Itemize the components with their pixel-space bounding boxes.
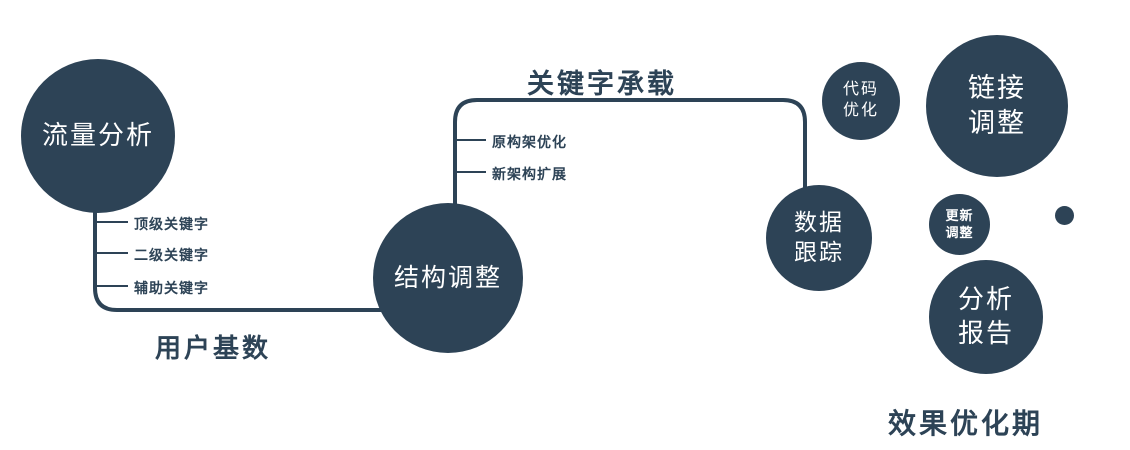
node-dot (1055, 206, 1074, 225)
diagram-caption: 效果优化期 (888, 408, 1044, 439)
node-structure-adjust-label: 结构调整 (393, 263, 502, 292)
node-code-optimize: 代码 优化 (822, 62, 900, 140)
node-link-adjust-line2: 调整 (968, 108, 1026, 138)
node-update-adjust-line1: 更新 (945, 207, 974, 223)
node-data-tracking: 数据 跟踪 (766, 185, 872, 291)
node-traffic-analysis-label: 流量分析 (41, 120, 154, 151)
node-analysis-report: 分析 报告 (929, 260, 1043, 374)
node-analysis-report-line1: 分析 (957, 284, 1014, 315)
connector-path-userbase (93, 190, 400, 312)
tick-label-top-keyword: 顶级关键字 (134, 216, 209, 232)
node-data-tracking-line1: 数据 (794, 209, 844, 236)
node-traffic-analysis: 流量分析 (21, 59, 175, 213)
tick-label-original-architecture: 原构架优化 (492, 134, 567, 150)
node-analysis-report-line2: 报告 (957, 318, 1014, 348)
node-link-adjust: 链接 调整 (926, 35, 1068, 177)
node-data-tracking-line2: 跟踪 (794, 239, 844, 265)
node-code-optimize-line2: 优化 (842, 102, 879, 119)
tick-label-auxiliary-keyword: 辅助关键字 (134, 280, 209, 296)
connector-path-keywordcarry (453, 98, 807, 215)
tick-label-secondary-keyword: 二级关键字 (134, 247, 209, 263)
tick-label-new-architecture: 新架构扩展 (492, 166, 567, 182)
node-structure-adjust: 结构调整 (373, 203, 523, 353)
node-update-adjust: 更新 调整 (929, 194, 990, 255)
edge-label-keyword-carry: 关键字承载 (527, 69, 677, 99)
node-update-adjust-line2: 调整 (945, 224, 974, 240)
node-code-optimize-line1: 代码 (842, 81, 879, 99)
node-link-adjust-line1: 链接 (968, 72, 1026, 103)
edge-label-user-base: 用户基数 (155, 333, 272, 363)
